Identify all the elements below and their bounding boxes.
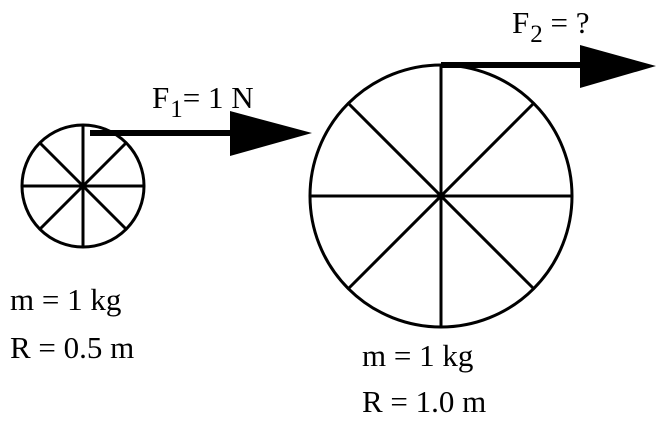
small-wheel xyxy=(20,123,146,249)
force-f1-value: = 1 N xyxy=(182,80,254,115)
force-arrow-f2-head xyxy=(580,45,656,88)
large-wheel-mass-label: m = 1 kg xyxy=(362,338,474,373)
force-f1-subscript: 1 xyxy=(170,96,183,123)
small-wheel-spoke xyxy=(38,141,128,231)
large-wheel xyxy=(308,63,574,329)
small-wheel-radius-label: R = 0.5 m xyxy=(10,330,135,365)
force-f2-label: F2 = ? xyxy=(512,5,590,48)
force-f2-subscript: 2 xyxy=(530,21,543,48)
force-arrow-f1 xyxy=(90,111,312,156)
force-arrow-f1-head xyxy=(230,111,312,156)
large-wheel-spoke xyxy=(346,101,536,291)
large-wheel-radius-label: R = 1.0 m xyxy=(362,384,487,419)
force-f1-label: F1= 1 N xyxy=(152,80,254,123)
small-wheel-mass-label: m = 1 kg xyxy=(10,282,122,317)
force-f2-symbol: F xyxy=(512,5,530,40)
force-f2-value: = ? xyxy=(550,5,590,40)
force-f1-symbol: F xyxy=(152,80,170,115)
force-arrow-f2 xyxy=(441,45,656,88)
